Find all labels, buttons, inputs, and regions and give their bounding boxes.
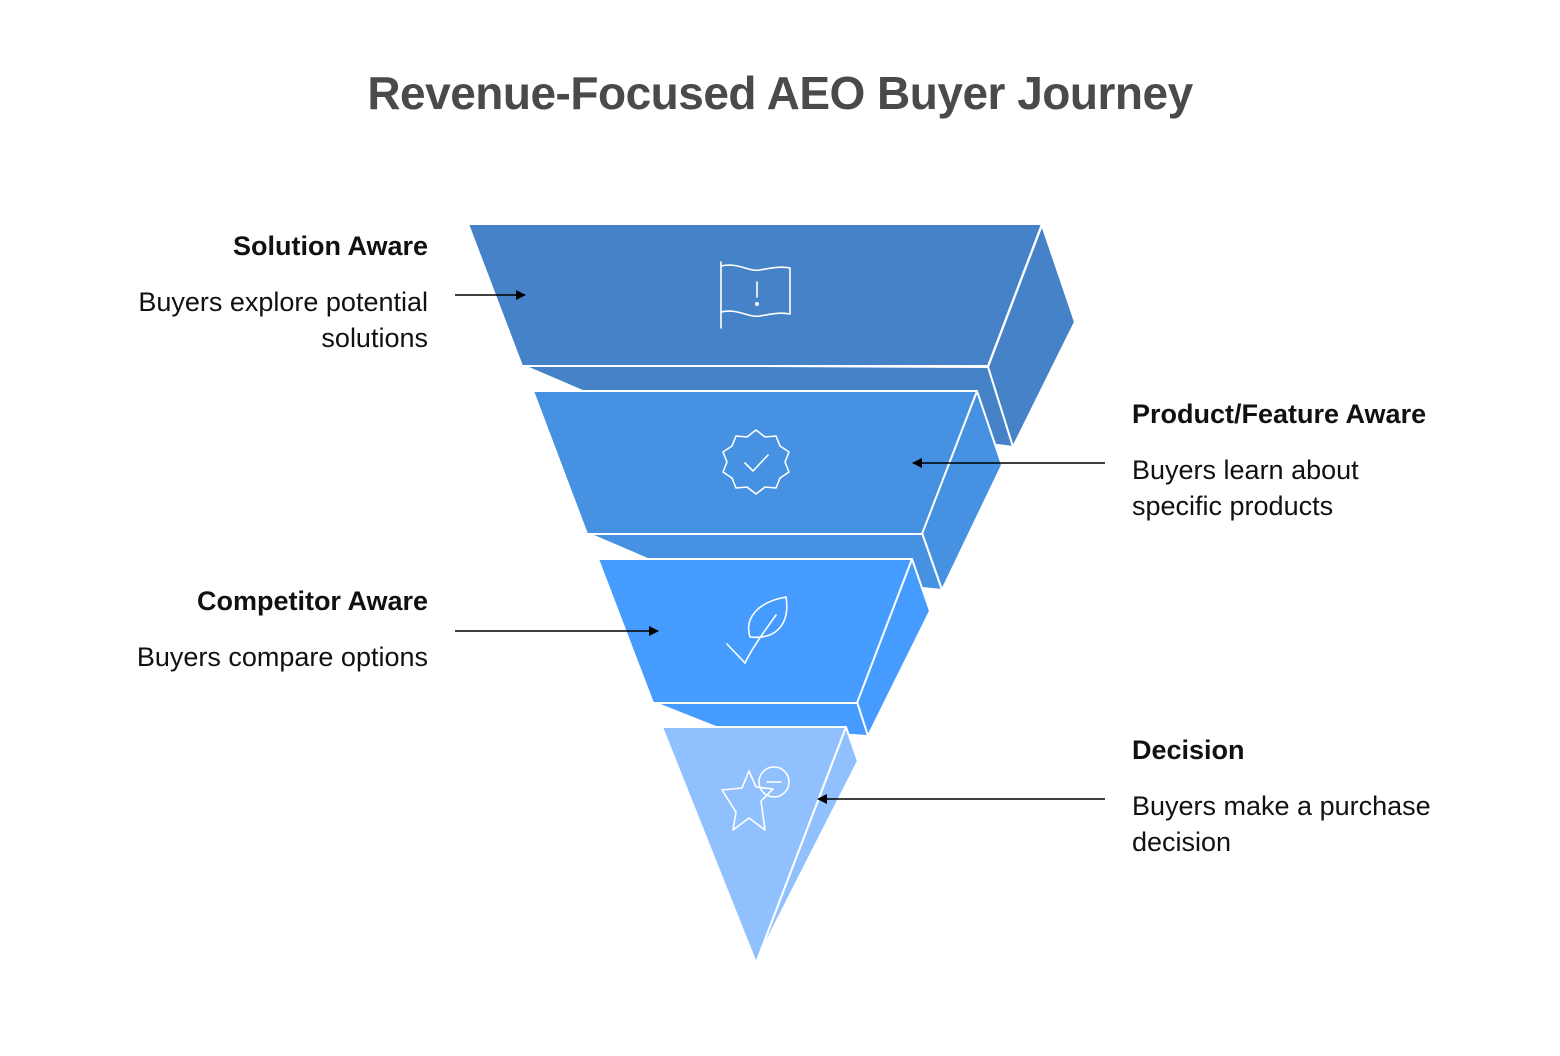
flag-exclamation-icon [720, 261, 791, 329]
stage-heading: Product/Feature Aware [1132, 399, 1427, 429]
funnel-layer-decision [661, 726, 859, 964]
layer-front [597, 558, 913, 704]
stage-description: Buyers make a purchase decision [1132, 791, 1431, 857]
stage-description: Buyers learn about specific products [1132, 455, 1359, 521]
layer-front [532, 390, 978, 535]
layer-front [661, 726, 847, 964]
stage-label-product-feature-aware: Product/Feature Aware Buyers learn about… [1132, 396, 1432, 524]
stage-description: Buyers compare options [136, 642, 428, 672]
stage-label-competitor-aware: Competitor Aware Buyers compare options [60, 583, 428, 675]
stage-heading: Solution Aware [232, 231, 428, 261]
layer-front [467, 223, 1043, 367]
stage-label-decision: Decision Buyers make a purchase decision [1132, 732, 1482, 860]
leaf-check-icon [726, 596, 788, 664]
stage-label-solution-aware: Solution Aware Buyers explore potential … [60, 228, 428, 356]
badge-check-icon [722, 429, 790, 495]
stage-description: Buyers explore potential solutions [138, 287, 428, 353]
star-minus-icon [721, 766, 790, 831]
funnel-layer-competitor-aware [597, 558, 931, 737]
stage-heading: Decision [1132, 735, 1245, 765]
stage-heading: Competitor Aware [196, 586, 428, 616]
diagram-title: Revenue-Focused AEO Buyer Journey [367, 67, 1193, 119]
